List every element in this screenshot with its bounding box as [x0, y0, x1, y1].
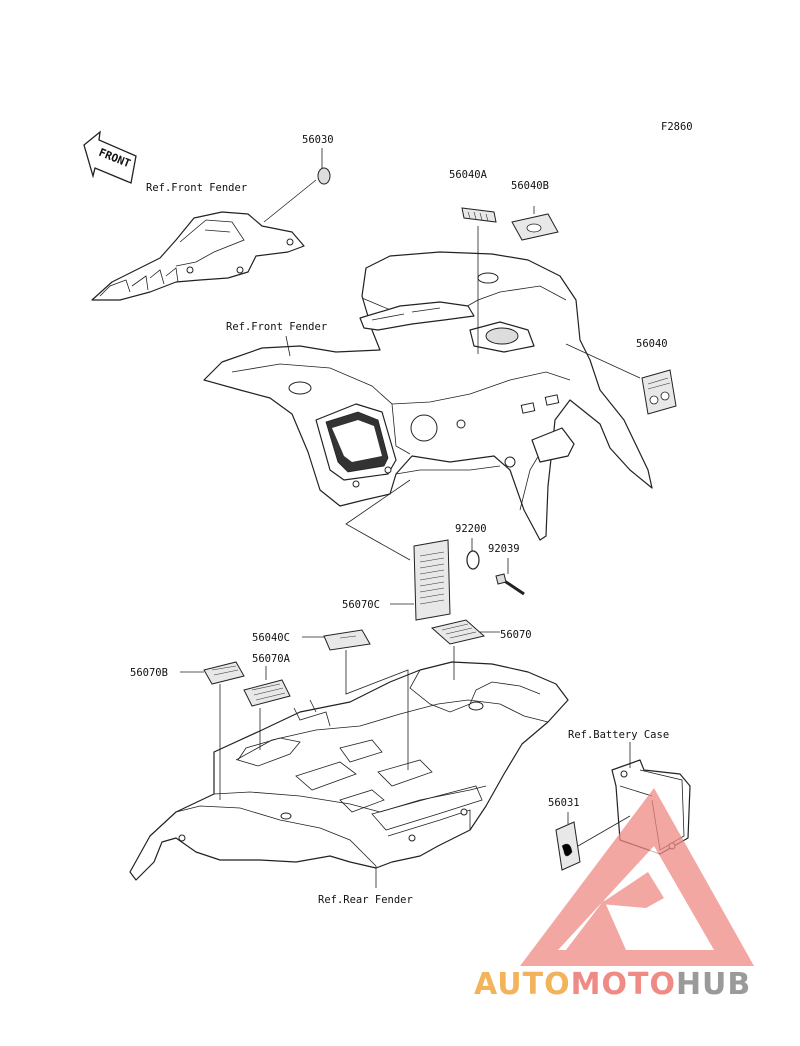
decal-56031 — [555, 821, 581, 871]
decal-56070A — [243, 679, 291, 707]
rear-fender — [129, 661, 569, 881]
watermark-auto: AUTO — [474, 967, 571, 1002]
label-56070B: 56070B — [130, 667, 168, 679]
decal-56070B — [203, 661, 245, 685]
label-56070: 56070 — [500, 629, 532, 641]
label-56070A: 56070A — [252, 653, 291, 665]
label-56031: 56031 — [548, 797, 580, 809]
label-92039: 92039 — [488, 543, 520, 555]
label-56040A: 56040A — [449, 169, 488, 181]
label-56030: 56030 — [302, 134, 334, 146]
part-92200-grommet — [466, 550, 480, 570]
front-arrow-icon: FRONT — [83, 130, 137, 184]
front-fender-small-part — [91, 211, 305, 301]
watermark-hub: HUB — [676, 967, 751, 1002]
figure-code: F2860 — [661, 121, 693, 133]
label-56040C: 56040C — [252, 632, 290, 644]
decal-56070 — [430, 619, 486, 645]
decal-56040 — [641, 369, 677, 415]
label-ref-front-fender-top: Ref.Front Fender — [146, 182, 247, 194]
watermark-moto: MOTO — [571, 967, 676, 1002]
front-fender-main — [203, 251, 653, 541]
watermark-text: AUTOMOTOHUB — [474, 967, 751, 1002]
label-56070C: 56070C — [342, 599, 380, 611]
label-ref-battery-case: Ref.Battery Case — [568, 729, 669, 741]
watermark-logo: AUTOMOTOHUB — [474, 788, 754, 1002]
label-ref-front-fender-main: Ref.Front Fender — [226, 321, 327, 333]
decal-56040C — [323, 629, 371, 651]
decal-56070C — [413, 539, 451, 621]
part-92039-rivet — [495, 573, 525, 596]
decal-56040B — [511, 213, 559, 241]
label-ref-rear-fender: Ref.Rear Fender — [318, 894, 413, 906]
decal-56040A — [461, 207, 497, 223]
label-56040B: 56040B — [511, 180, 549, 192]
watermark-triangle-icon — [520, 788, 754, 966]
label-56040: 56040 — [636, 338, 668, 350]
label-92200: 92200 — [455, 523, 487, 535]
part-56030-washer — [317, 167, 331, 185]
